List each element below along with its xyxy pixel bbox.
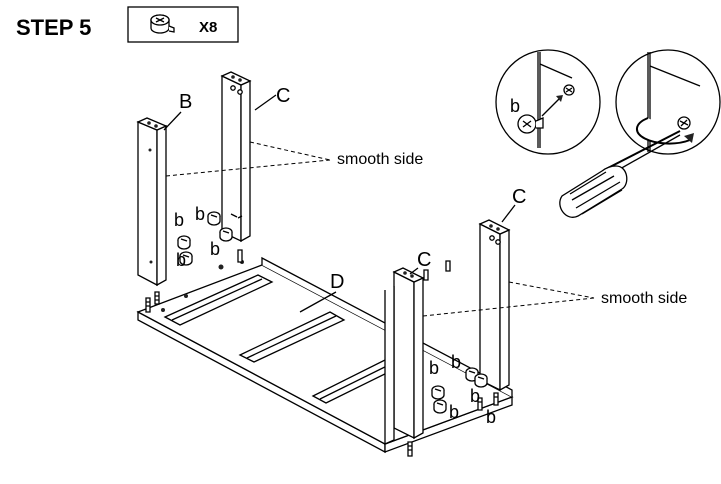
label-d: D	[330, 271, 344, 293]
parts-box	[127, 6, 239, 43]
label-b-cam: b	[470, 386, 480, 406]
step-title: STEP 5	[16, 15, 91, 40]
label-b-cam: b	[174, 210, 184, 230]
label-b-cam: b	[210, 239, 220, 259]
quantity-label: X8	[199, 19, 217, 36]
label-c-left: C	[276, 85, 290, 107]
insert-arrow-icon	[541, 95, 563, 117]
side-panel-b	[136, 117, 168, 287]
detail-tighten-cam	[615, 49, 721, 155]
label-b-detail: b	[510, 96, 520, 116]
label-b-cam: b	[195, 204, 205, 224]
label-c-right-front: C	[417, 249, 431, 271]
smooth-side-label-right: smooth side	[601, 290, 687, 307]
detail-insert-cam	[495, 49, 601, 155]
label-b-cam: b	[451, 352, 461, 372]
side-panel-c-right-front	[384, 267, 425, 446]
screwdriver-icon	[559, 130, 681, 218]
cam-lock-icon	[150, 14, 175, 34]
label-b-cam: b	[449, 402, 459, 422]
groove-1	[163, 274, 274, 326]
cam-locks-right	[431, 367, 488, 414]
dowels	[145, 249, 499, 457]
label-b: B	[179, 91, 192, 113]
label-b-cam: b	[176, 250, 186, 270]
cam-locks-left	[177, 211, 243, 266]
smooth-side-label-left: smooth side	[337, 151, 423, 168]
side-panel-c-right-back	[478, 219, 511, 392]
side-panel-c-left	[220, 71, 252, 243]
label-b-cam: b	[486, 407, 496, 427]
label-b-cam: b	[429, 358, 439, 378]
label-c-right-back: C	[512, 186, 526, 208]
